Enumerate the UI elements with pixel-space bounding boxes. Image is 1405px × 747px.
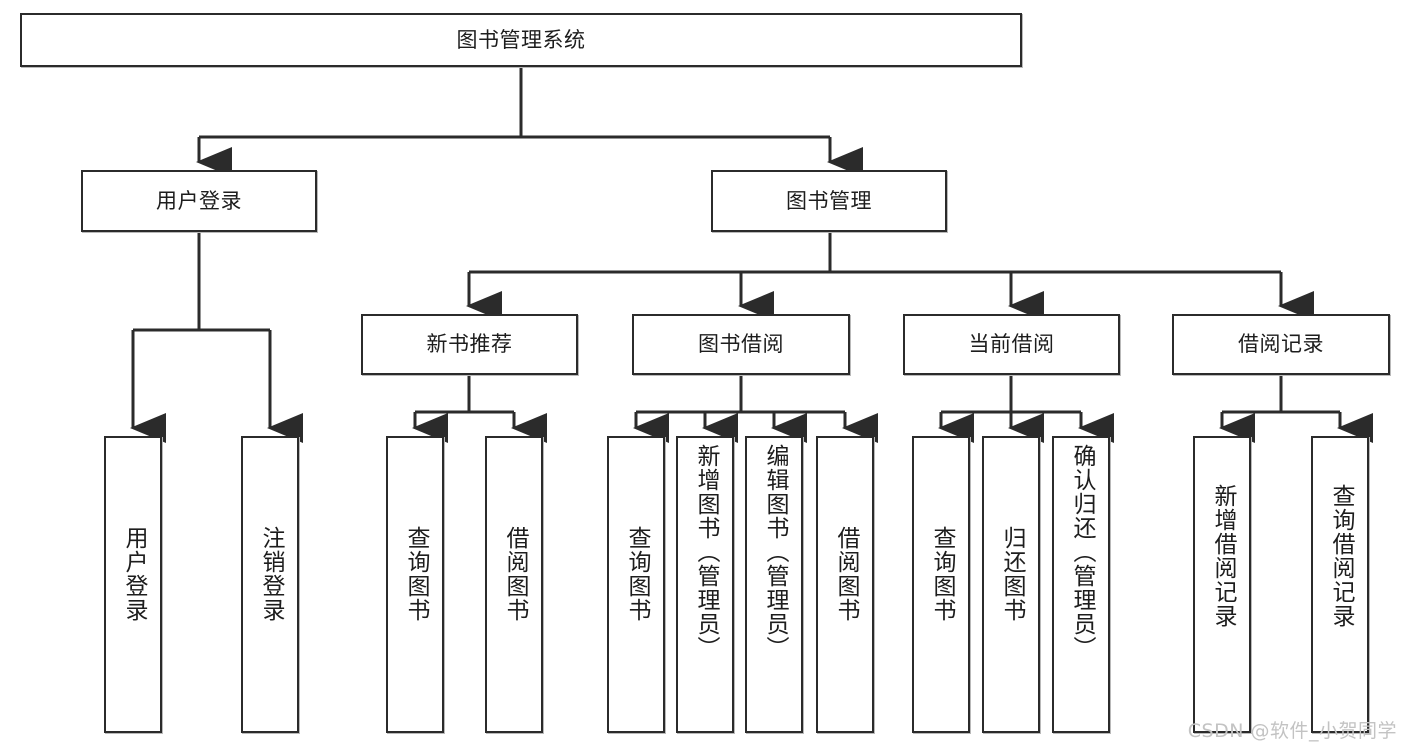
leaf-edit-book-admin[interactable]: 编辑图书（管理员）	[745, 436, 803, 733]
leaf-query-books-current[interactable]: 查询图书	[912, 436, 970, 733]
leaf-add-borrowing-record[interactable]: 新增借阅记录	[1193, 436, 1251, 733]
leaf-query-books-recommendation[interactable]: 查询图书	[386, 436, 444, 733]
leaf-user-login[interactable]: 用户登录	[104, 436, 162, 733]
node-label: 当前借阅	[968, 332, 1055, 357]
leaf-query-books-borrowing[interactable]: 查询图书	[607, 436, 665, 733]
node-label: 确认归还（管理员）	[1068, 444, 1095, 660]
node-current-borrowing[interactable]: 当前借阅	[903, 314, 1120, 375]
leaf-return-books[interactable]: 归还图书	[982, 436, 1040, 733]
node-book-borrowing[interactable]: 图书借阅	[632, 314, 850, 375]
node-label: 图书管理系统	[456, 27, 586, 52]
node-label: 图书借阅	[698, 332, 784, 357]
leaf-confirm-return-admin[interactable]: 确认归还（管理员）	[1052, 436, 1110, 733]
node-new-book-recommendation[interactable]: 新书推荐	[361, 314, 578, 375]
leaf-borrow-books-recommendation[interactable]: 借阅图书	[485, 436, 543, 733]
node-label: 借阅记录	[1238, 332, 1324, 357]
node-label: 编辑图书（管理员）	[761, 444, 788, 660]
node-label: 用户登录	[156, 188, 242, 213]
node-label: 新增借阅记录	[1209, 484, 1236, 628]
node-label: 注销登录	[257, 526, 284, 622]
node-book-management[interactable]: 图书管理	[711, 170, 947, 232]
leaf-query-borrowing-record[interactable]: 查询借阅记录	[1311, 436, 1369, 733]
leaf-borrow-books-borrowing[interactable]: 借阅图书	[816, 436, 874, 733]
watermark: CSDN @软件_小贺同学	[1187, 720, 1397, 742]
node-label: 查询图书	[623, 526, 650, 622]
node-label: 图书管理	[786, 188, 872, 213]
node-user-login[interactable]: 用户登录	[81, 170, 317, 232]
leaf-logout[interactable]: 注销登录	[241, 436, 299, 733]
node-label: 查询借阅记录	[1327, 484, 1354, 628]
node-root-book-management-system[interactable]: 图书管理系统	[20, 13, 1022, 67]
node-label: 归还图书	[998, 526, 1025, 622]
leaf-add-book-admin[interactable]: 新增图书（管理员）	[676, 436, 734, 733]
node-label: 借阅图书	[501, 526, 528, 622]
node-borrowing-records[interactable]: 借阅记录	[1172, 314, 1390, 375]
node-label: 查询图书	[402, 526, 429, 622]
node-label: 新书推荐	[426, 332, 513, 357]
node-label: 用户登录	[120, 526, 147, 622]
node-label: 查询图书	[928, 526, 955, 622]
node-label: 借阅图书	[832, 526, 859, 622]
node-label: 新增图书（管理员）	[692, 444, 719, 660]
